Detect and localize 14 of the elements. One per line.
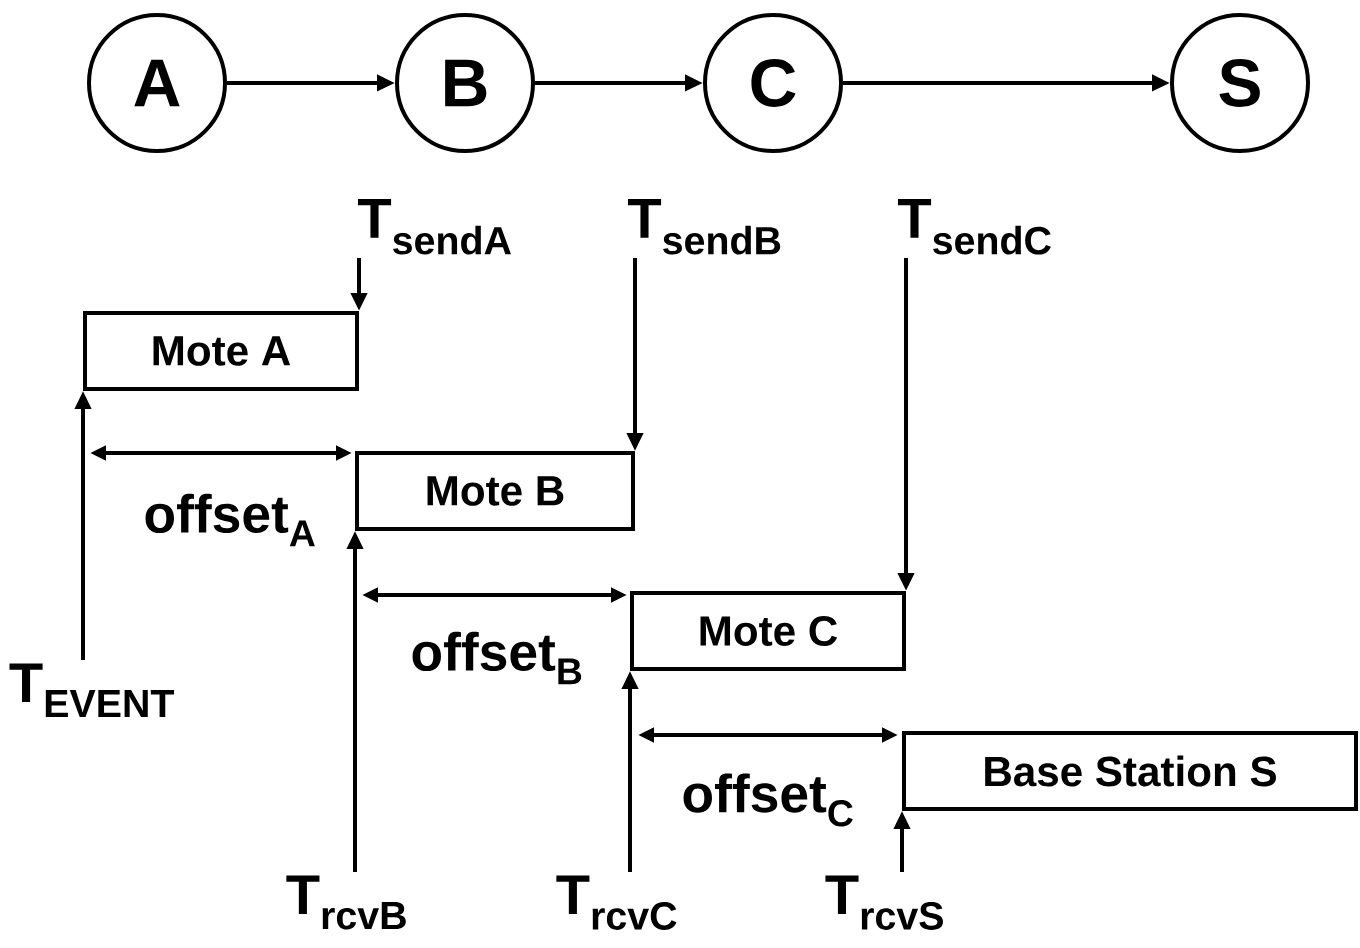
time-label: T$_{rcvS}$ bbox=[825, 875, 943, 930]
offset-label: offset$_{A}$ bbox=[145, 493, 315, 547]
time-label: T$_{sendB}$ bbox=[627, 199, 781, 255]
time-label: T$_{sendA}$ bbox=[357, 199, 511, 255]
process-box: Mote B bbox=[355, 451, 635, 531]
offset-label: offset$_{B}$ bbox=[412, 631, 582, 685]
time-label: T$_{rcvC}$ bbox=[556, 875, 677, 930]
time-label: T$_{rcvB}$ bbox=[286, 875, 406, 930]
time-label: T$_{sendC}$ bbox=[897, 199, 1051, 255]
process-box: Mote C bbox=[630, 591, 906, 671]
time-label: T$_{EVENT}$ bbox=[9, 663, 174, 718]
offset-label: offset$_{C}$ bbox=[683, 773, 853, 827]
process-box: Mote A bbox=[83, 311, 359, 391]
process-box: Base Station S bbox=[902, 731, 1358, 811]
